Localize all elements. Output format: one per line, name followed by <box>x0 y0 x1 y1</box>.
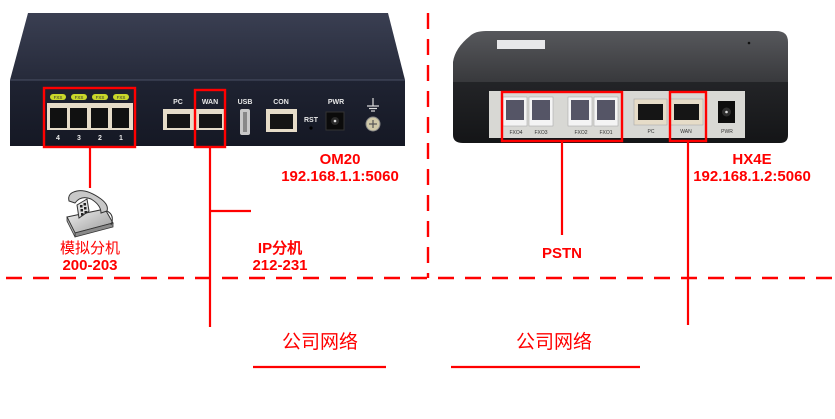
hx4e-top-sticker <box>497 40 545 49</box>
om20-name: OM20 <box>319 151 361 168</box>
om20-reset-button <box>309 126 313 130</box>
fxs-badge-text: FXS <box>75 95 84 100</box>
om20-wan-label: WAN <box>202 99 218 106</box>
om20-device: FXS FXS FXS FXS 4 3 2 1 PC WAN USB <box>10 13 405 149</box>
fxs-port-number: 2 <box>98 135 102 142</box>
hx4e-device-label: HX4E 192.168.1.2:5060 <box>692 151 812 186</box>
om20-pwr-label: PWR <box>328 99 344 106</box>
fxs-badge-text: FXS <box>117 95 126 100</box>
om20-fxs-port-group: FXS FXS FXS FXS 4 3 2 1 <box>42 86 137 149</box>
pstn-label: PSTN <box>541 245 582 262</box>
connections <box>88 141 690 369</box>
hx4e-address: 192.168.1.2:5060 <box>693 168 811 186</box>
om20-con-label: CON <box>273 99 289 106</box>
fxs-badge-text: FXS <box>96 95 105 100</box>
fxo-port-label: FXO1 <box>599 130 612 136</box>
fxs-badge <box>71 94 87 100</box>
analog-extension-label: 模拟分机 200-203 <box>40 239 140 275</box>
analog-phone-icon <box>66 190 114 238</box>
fxs-badge <box>113 94 129 100</box>
fxo-port-label: FXO4 <box>509 130 522 136</box>
fxo-port-label: FXO2 <box>574 130 587 136</box>
fxs-port-number: 1 <box>119 135 123 142</box>
fxs-port <box>91 108 108 128</box>
hx4e-top <box>453 31 788 82</box>
hx4e-device: FXO4 FXO3 FXO2 FXO1 PC WAN PWR <box>453 31 788 143</box>
om20-rst-label: RST <box>304 117 319 124</box>
om20-top <box>10 13 405 80</box>
left-network-label: 公司网络 <box>281 331 358 353</box>
ip-extension-title: IP分机 <box>257 240 303 257</box>
fxs-port <box>50 108 67 128</box>
zone-boundaries <box>6 13 835 280</box>
fxs-port-number: 4 <box>56 135 60 142</box>
fxs-port <box>112 108 129 128</box>
ip-extension-range: 212-231 <box>252 257 308 275</box>
om20-address: 192.168.1.1:5060 <box>281 168 399 186</box>
fxs-badge <box>50 94 66 100</box>
ip-extension-label: IP分机 212-231 <box>245 240 315 275</box>
fxs-port-number: 3 <box>77 135 81 142</box>
hx4e-name: HX4E <box>732 151 772 168</box>
hx4e-fxo-port-group: FXO4 FXO3 FXO2 FXO1 <box>500 90 624 143</box>
om20-device-label: OM20 192.168.1.1:5060 <box>280 151 400 186</box>
hx4e-pwr-label: PWR <box>721 129 733 135</box>
right-network-label: 公司网络 <box>515 331 592 353</box>
ground-icon <box>367 98 379 112</box>
fxs-port <box>70 108 87 128</box>
hx4e-pc-label: PC <box>648 129 655 135</box>
fxs-badges: FXS FXS FXS FXS <box>50 94 129 100</box>
hx4e-wan-label: WAN <box>680 129 692 135</box>
om20-usb-label: USB <box>238 99 253 106</box>
analog-extension-title: 模拟分机 <box>59 239 120 257</box>
om20-pc-label: PC <box>173 99 183 106</box>
analog-extension-range: 200-203 <box>62 257 118 275</box>
fxo-port-label: FXO3 <box>534 130 547 136</box>
fxs-badge <box>92 94 108 100</box>
fxs-badge-text: FXS <box>54 95 63 100</box>
